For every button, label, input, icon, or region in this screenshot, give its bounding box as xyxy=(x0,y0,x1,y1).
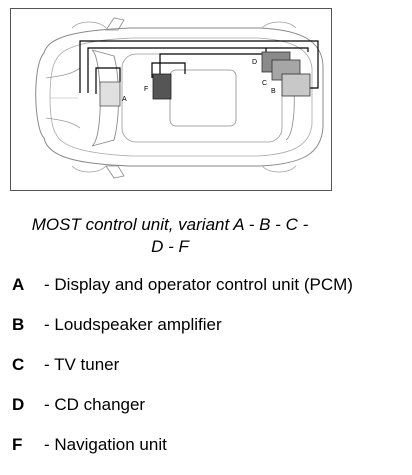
most-ring-diagram: A F D C B xyxy=(10,8,332,191)
legend-text: - TV tuner xyxy=(44,355,120,374)
most-ring-inner xyxy=(87,47,309,93)
most-ring-link-f xyxy=(151,62,186,78)
roof xyxy=(121,53,283,143)
wheel-arch xyxy=(71,165,107,173)
unit-d-label: D xyxy=(252,59,257,66)
most-ring-link-f2 xyxy=(159,53,278,74)
windshield xyxy=(91,49,119,147)
diagram-frame xyxy=(10,8,332,191)
legend-text: - Display and operator control unit (PCM… xyxy=(44,275,353,294)
wheel-arch xyxy=(71,21,107,29)
wheel-arch xyxy=(261,21,297,29)
unit-a-box xyxy=(99,81,121,107)
legend-text: - Loudspeaker amplifier xyxy=(44,315,222,334)
most-ring-outer xyxy=(79,40,319,93)
unit-f-box xyxy=(152,73,172,100)
car-body-outline xyxy=(35,27,324,167)
hood-line xyxy=(45,67,81,79)
caption-line-1: MOST control unit, variant A - B - C - xyxy=(31,215,309,234)
legend-text: - Navigation unit xyxy=(44,435,167,454)
legend-key: F xyxy=(12,435,23,454)
unit-f-label: F xyxy=(144,86,148,93)
legend-item-b: B - Loudspeaker amplifier xyxy=(12,315,412,355)
vehicle-diagram-svg: A F D C B xyxy=(10,8,332,191)
legend-list: A - Display and operator control unit (P… xyxy=(12,275,412,475)
legend-key: D xyxy=(12,395,25,414)
legend-item-d: D - CD changer xyxy=(12,395,412,435)
side-mirror xyxy=(105,165,125,179)
unit-a-label: A xyxy=(122,96,127,103)
legend-key: C xyxy=(12,355,25,374)
unit-b-label: B xyxy=(271,88,276,95)
unit-c-label: C xyxy=(262,80,267,87)
most-ring-link-a xyxy=(95,67,121,94)
caption-line-2: D - F xyxy=(151,237,189,256)
sunroof xyxy=(169,69,237,127)
hood-line xyxy=(45,117,81,129)
legend-item-c: C - TV tuner xyxy=(12,355,412,395)
car-body-inner xyxy=(49,37,313,157)
legend-key: B xyxy=(12,315,25,334)
side-mirror xyxy=(105,17,125,31)
legend-key: A xyxy=(12,275,25,294)
legend-item-f: F - Navigation unit xyxy=(12,435,412,475)
unit-b-box xyxy=(281,73,311,97)
legend-item-a: A - Display and operator control unit (P… xyxy=(12,275,412,315)
wheel-arch xyxy=(261,165,297,173)
legend-text: - CD changer xyxy=(44,395,146,414)
figure-caption: MOST control unit, variant A - B - C - D… xyxy=(0,214,340,258)
